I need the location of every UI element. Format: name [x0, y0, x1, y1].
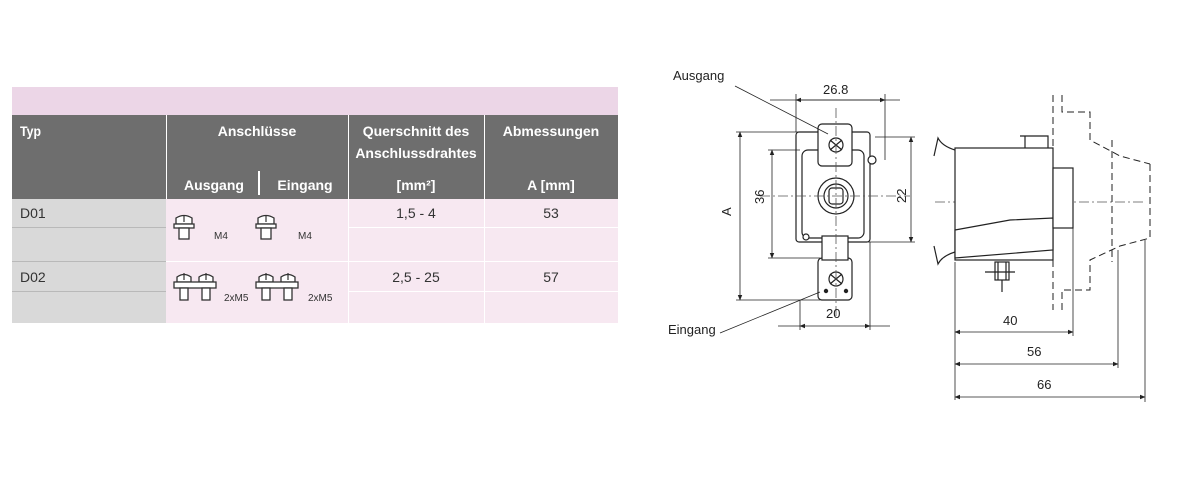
header-separator	[484, 115, 485, 199]
header-abmessungen: Abmessungen	[502, 123, 600, 139]
column-divider	[484, 261, 485, 323]
table-header: Typ Anschlüsse Ausgang Eingang Querschni…	[12, 115, 618, 199]
ausgang-terminal-label: M4	[214, 231, 228, 242]
side-view	[933, 135, 1074, 292]
row-typ: D02	[20, 269, 46, 285]
label-ausgang: Ausgang	[673, 68, 724, 83]
ausgang-terminal-label: 2xM5	[224, 293, 249, 304]
screw-terminal-icon	[173, 214, 195, 240]
row-querschnitt: 1,5 - 4	[396, 205, 436, 221]
row-divider	[12, 227, 166, 228]
header-querschnitt-unit: [mm²]	[396, 177, 436, 193]
row-divider	[348, 291, 618, 292]
cell-typ-bg	[12, 199, 166, 261]
column-divider	[348, 261, 349, 323]
row-divider	[166, 261, 618, 262]
header-anschluesse: Anschlüsse	[217, 123, 297, 139]
row-querschnitt: 2,5 - 25	[392, 269, 440, 285]
technical-drawing: Ausgang Eingang 26.8 A 36 22 20 40 56 66	[668, 68, 1151, 402]
row-abmessung-a: 57	[543, 269, 559, 285]
dim-66: 66	[1037, 377, 1051, 392]
double-screw-terminal-icon	[255, 273, 299, 301]
header-querschnitt-line1: Querschnitt des	[362, 123, 470, 139]
dim-36: 36	[752, 190, 767, 204]
table-top-band	[12, 87, 618, 115]
dim-20: 20	[826, 306, 840, 321]
row-divider	[12, 291, 166, 292]
column-divider	[348, 199, 349, 261]
header-querschnitt-line2: Anschlussdrahtes	[355, 145, 477, 161]
dim-a: A	[719, 207, 734, 216]
dim-22: 22	[894, 189, 909, 203]
row-typ: D01	[20, 205, 46, 221]
mounting-rail	[1052, 95, 1151, 310]
column-divider	[484, 199, 485, 261]
row-abmessung-a: 53	[543, 205, 559, 221]
dim-40: 40	[1003, 313, 1017, 328]
header-abmessungen-unit: A [mm]	[527, 177, 575, 193]
screw-terminal-icon	[255, 214, 277, 240]
header-separator	[348, 115, 349, 199]
specification-table: Typ Anschlüsse Ausgang Eingang Querschni…	[12, 87, 618, 323]
header-sub-separator	[258, 171, 260, 195]
cell-body-bg	[166, 199, 618, 261]
header-separator	[166, 115, 167, 199]
label-eingang: Eingang	[668, 322, 716, 337]
row-divider	[348, 227, 618, 228]
double-screw-terminal-icon	[173, 273, 217, 301]
front-dimensions	[719, 85, 915, 334]
side-dimensions	[954, 228, 1146, 402]
table-row: D02 2xM5 2xM5 2,5 - 25 57	[12, 261, 618, 323]
eingang-terminal-label: M4	[298, 231, 312, 242]
cell-typ-bg	[12, 261, 166, 323]
eingang-terminal-label: 2xM5	[308, 293, 333, 304]
dim-56: 56	[1027, 344, 1041, 359]
header-typ: Typ	[20, 123, 41, 139]
header-eingang: Eingang	[277, 177, 333, 193]
header-ausgang: Ausgang	[184, 177, 244, 193]
dim-width-top: 26.8	[823, 82, 848, 97]
cell-body-bg	[166, 261, 618, 323]
row-divider	[12, 261, 166, 262]
table-row: D01 M4 M4 1,5 - 4 53	[12, 199, 618, 261]
